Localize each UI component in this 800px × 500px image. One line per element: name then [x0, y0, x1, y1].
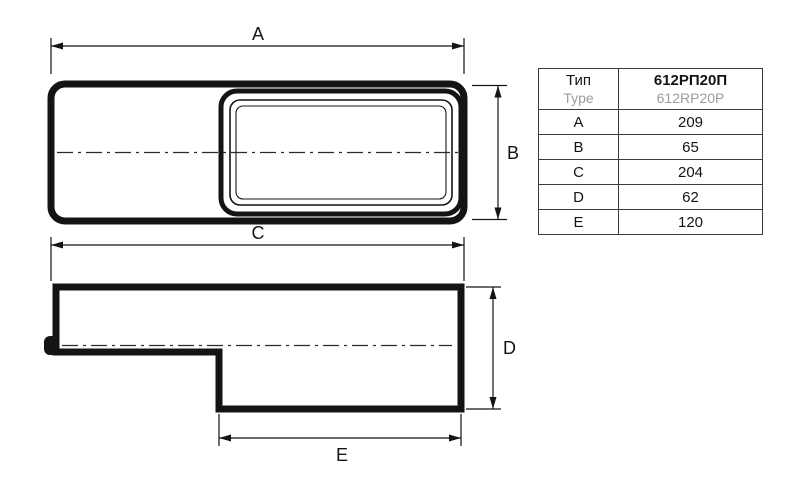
param-cell: A: [538, 109, 619, 135]
model-header-cell: 612РП20П 612RP20P: [618, 68, 763, 110]
dim-d-arrow-top: [489, 287, 497, 299]
value-cell: 120: [618, 209, 763, 235]
model-name-ru: 612РП20П: [653, 71, 728, 89]
value-cell: 65: [618, 134, 763, 160]
dimension-e: E: [218, 414, 462, 465]
spec-table-header: Тип Type 612РП20П 612RP20P: [538, 68, 763, 110]
connector-inner-line-1: [229, 99, 453, 206]
dim-c-arrow-right: [452, 241, 464, 249]
top-view: [47, 80, 468, 225]
dimension-a: A: [50, 24, 465, 74]
value-cell: 62: [618, 184, 763, 210]
param-cell: B: [538, 134, 619, 160]
table-row: C 204: [538, 159, 763, 185]
flange-bead: [44, 336, 59, 355]
dim-d-label: D: [503, 338, 516, 358]
param-cell: C: [538, 159, 619, 185]
type-header-cell: Тип Type: [538, 68, 619, 110]
side-view: [44, 283, 465, 413]
dim-e-arrow-right: [449, 434, 461, 442]
table-row: D 62: [538, 184, 763, 210]
param-cell: E: [538, 209, 619, 235]
spec-table: Тип Type 612РП20П 612RP20P A 209 B 65 C …: [538, 68, 763, 235]
dim-a-label: A: [252, 24, 264, 44]
value-cell: 204: [618, 159, 763, 185]
param-cell: D: [538, 184, 619, 210]
type-label-ru: Тип: [565, 71, 591, 89]
dimension-c: C: [50, 223, 465, 281]
dim-d-arrow-bottom: [489, 397, 497, 409]
model-name-en: 612RP20P: [656, 89, 725, 106]
dimension-b: B: [472, 84, 519, 221]
table-row: A 209: [538, 109, 763, 135]
dim-e-arrow-left: [219, 434, 231, 442]
table-row: E 120: [538, 209, 763, 235]
type-label-en: Type: [563, 89, 594, 106]
table-row: B 65: [538, 134, 763, 160]
dimension-d: D: [466, 286, 516, 410]
dim-a-arrow-right: [452, 42, 464, 50]
dim-b-label: B: [507, 143, 519, 163]
dim-c-label: C: [252, 223, 265, 243]
dim-a-arrow-left: [51, 42, 63, 50]
dim-b-arrow-bottom: [494, 207, 502, 220]
dim-b-arrow-top: [494, 85, 502, 98]
value-cell: 209: [618, 109, 763, 135]
dim-c-arrow-left: [51, 241, 63, 249]
side-view-outline: [52, 283, 465, 413]
dim-e-label: E: [336, 445, 348, 465]
